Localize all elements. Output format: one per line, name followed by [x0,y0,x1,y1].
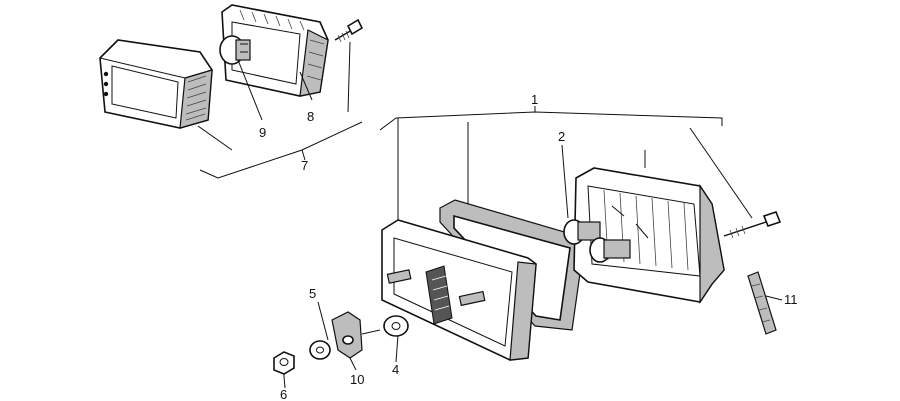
nut-6 [273,351,295,375]
small-lamp-screw [334,18,364,43]
small-lamp-assembled [99,39,213,129]
callout-10: 10 [350,372,364,387]
lamp-screw [723,211,782,239]
clip-10 [331,311,381,359]
washer-5 [309,340,331,360]
lamp-lens [381,219,537,361]
callout-9: 9 [259,125,266,140]
callout-8: 8 [307,109,314,124]
callout-7: 7 [301,158,308,173]
seal-strip [747,271,777,335]
leader-lines-main-assembly [282,106,783,389]
callout-2: 2 [558,129,565,144]
callout-6: 6 [280,387,287,401]
callout-1: 1 [531,92,538,107]
leader-lines-small-assembly [197,41,363,179]
small-lamp-housing [219,4,329,97]
callout-11: 11 [784,292,798,307]
callout-5: 5 [309,286,316,301]
lamp-housing [563,167,725,304]
callout-4: 4 [392,362,399,377]
washer-4 [383,315,409,337]
